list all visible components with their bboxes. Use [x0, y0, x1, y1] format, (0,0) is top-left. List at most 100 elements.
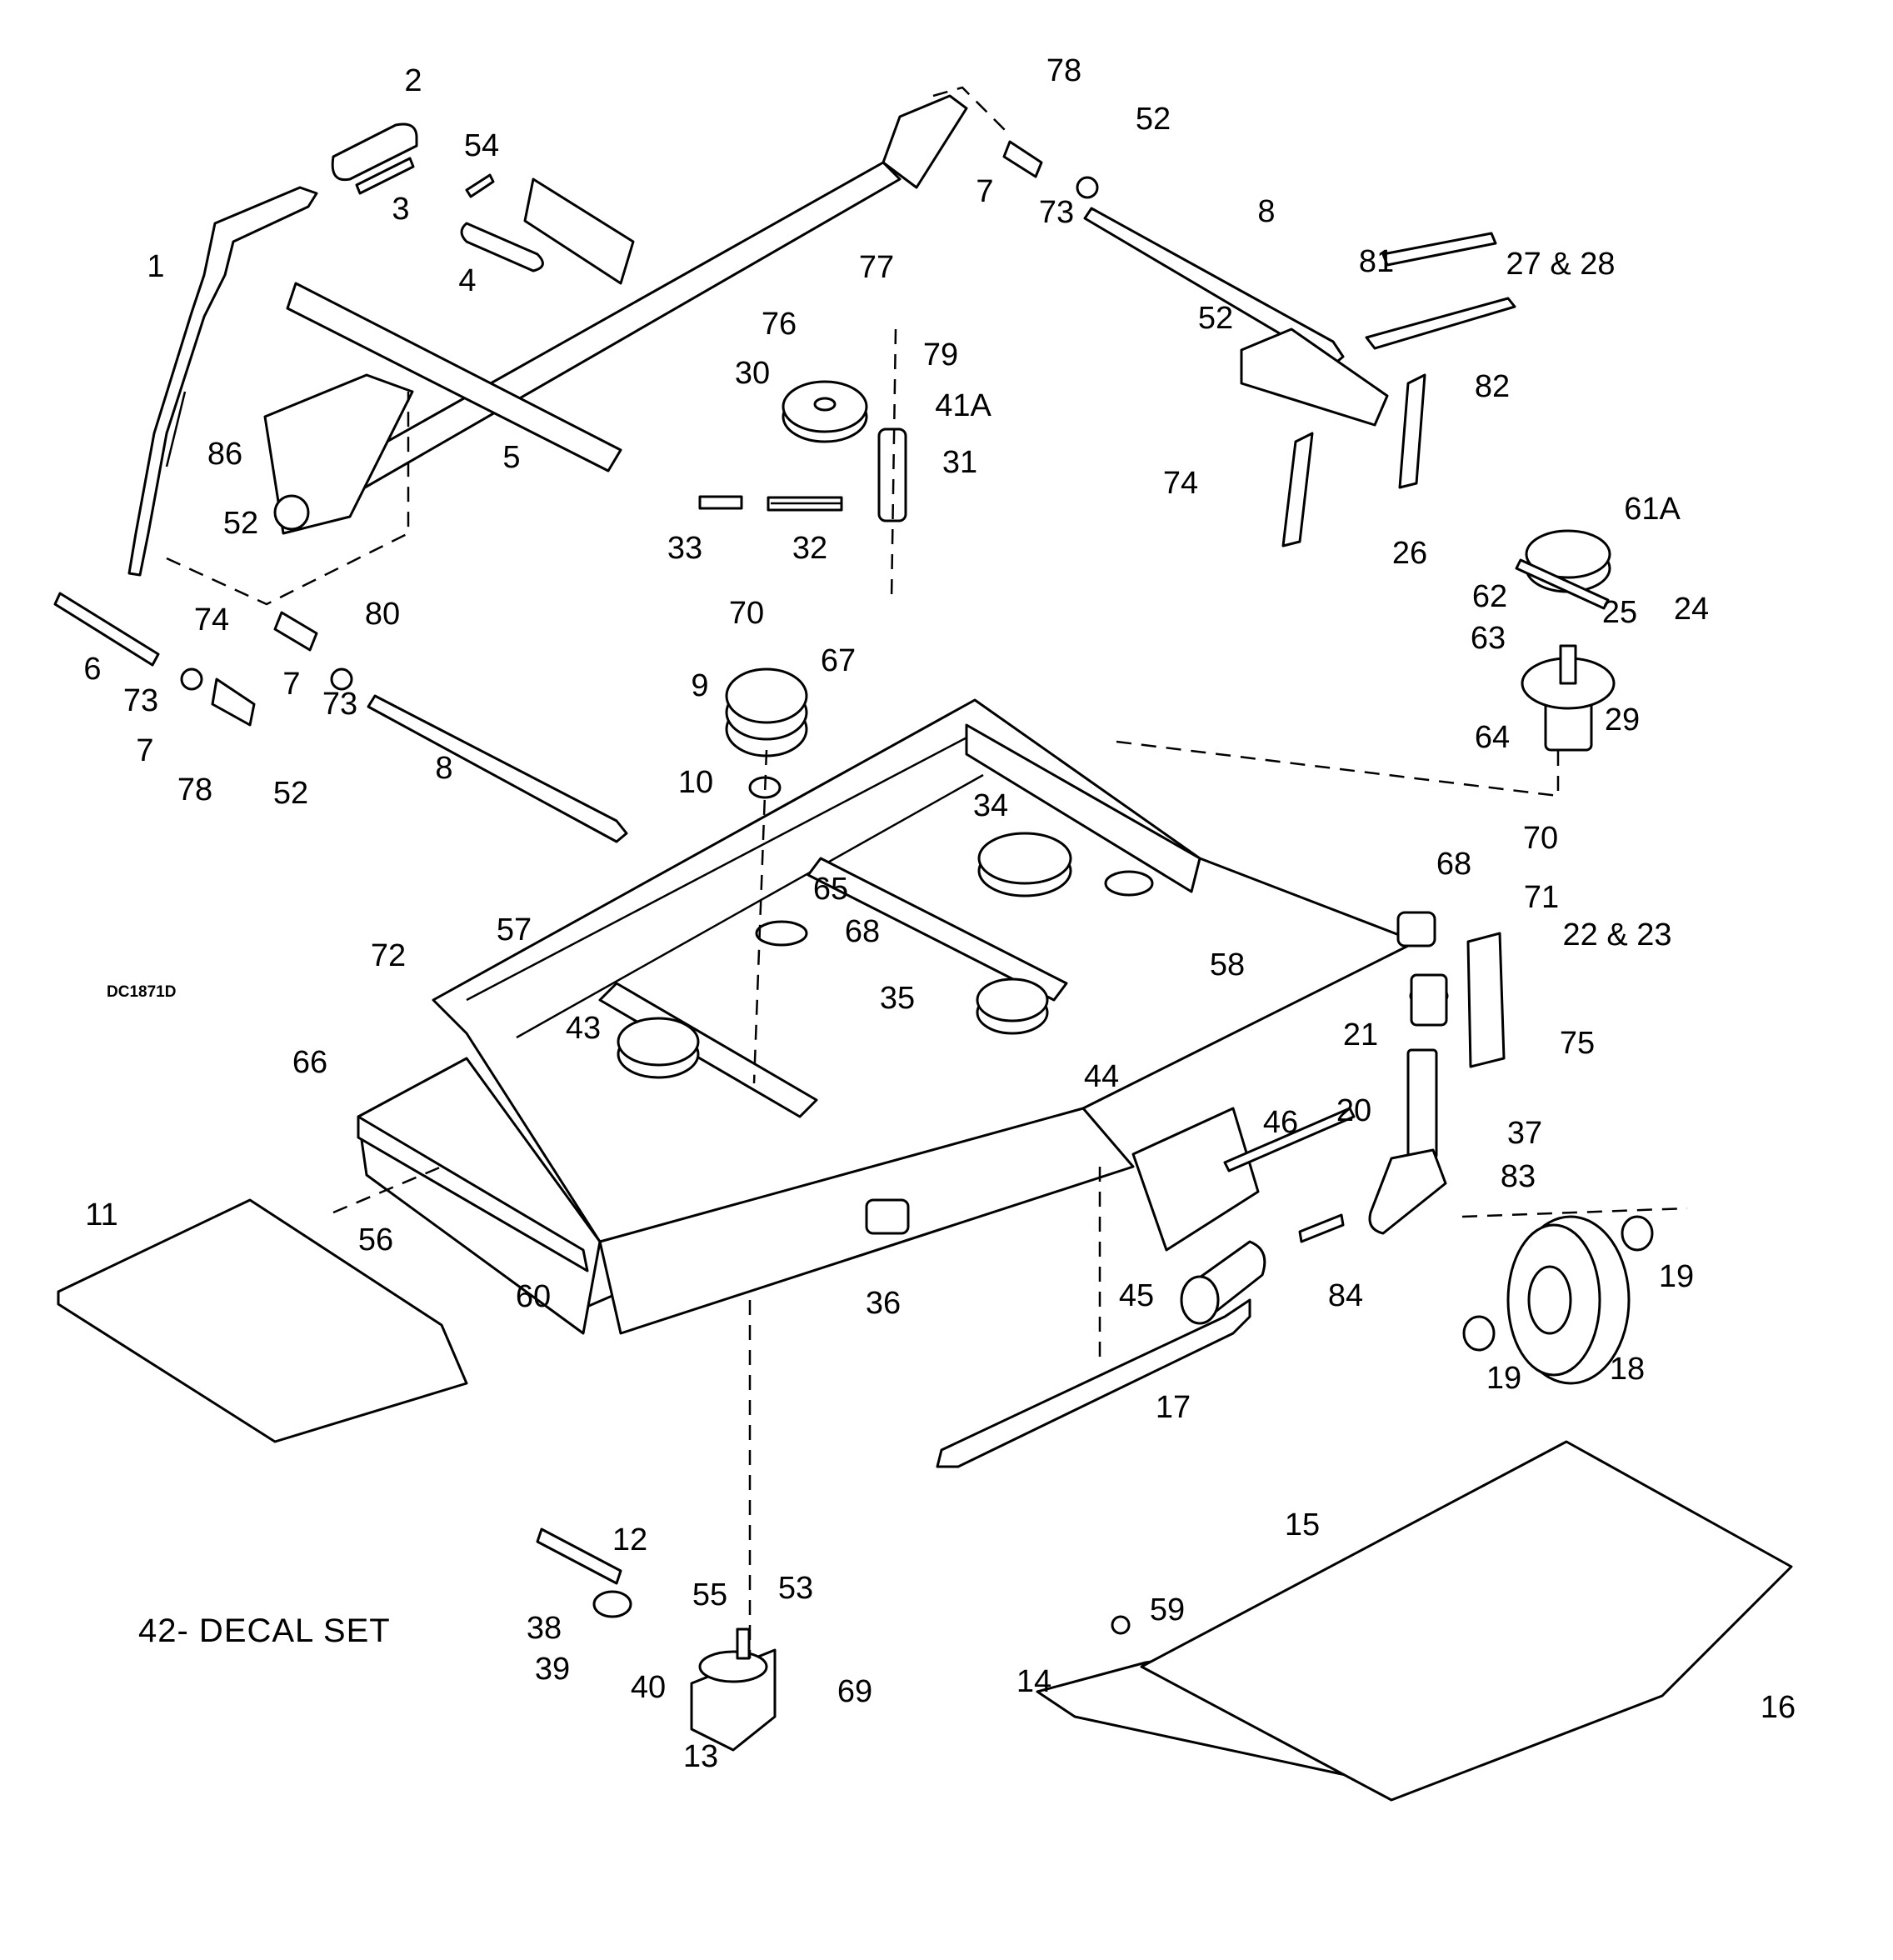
callout-52: 52 — [222, 506, 259, 541]
callout-17: 17 — [1155, 1390, 1191, 1425]
callout-71: 71 — [1523, 880, 1560, 915]
callout-65: 65 — [812, 872, 849, 907]
callout-13: 13 — [682, 1739, 719, 1774]
callout-70: 70 — [1522, 821, 1559, 856]
callout-53: 53 — [777, 1571, 814, 1606]
callout-8: 8 — [1257, 194, 1276, 229]
callout-68: 68 — [1436, 847, 1472, 882]
callout-74: 74 — [1162, 466, 1199, 501]
callout-27-28: 27 & 28 — [1506, 247, 1616, 282]
callout-36: 36 — [865, 1286, 902, 1321]
callout-80: 80 — [364, 597, 401, 632]
callout-15: 15 — [1284, 1508, 1321, 1542]
callout-78: 78 — [177, 772, 213, 808]
callout-24: 24 — [1673, 592, 1710, 627]
callout-55: 55 — [692, 1578, 728, 1612]
callout-78: 78 — [1046, 53, 1082, 88]
callout-56: 56 — [357, 1222, 394, 1258]
callout-7: 7 — [282, 667, 301, 702]
callout-34: 34 — [972, 788, 1009, 823]
callout-58: 58 — [1209, 948, 1246, 982]
callout-35: 35 — [879, 981, 916, 1016]
deck-frame — [357, 698, 1436, 1335]
callout-12: 12 — [612, 1522, 648, 1558]
gearbox — [536, 1528, 777, 1752]
callout-18: 18 — [1609, 1352, 1646, 1387]
callout-67: 67 — [820, 643, 857, 678]
callout-1: 1 — [147, 249, 165, 284]
callout-77: 77 — [858, 250, 895, 285]
callout-59: 59 — [1149, 1592, 1186, 1628]
callout-4: 4 — [458, 263, 477, 298]
callout-39: 39 — [534, 1652, 571, 1687]
callout-69: 69 — [837, 1674, 873, 1709]
callout-72: 72 — [370, 938, 407, 973]
drive-pulley — [725, 668, 808, 799]
callout-21: 21 — [1342, 1018, 1379, 1052]
callout-7: 7 — [136, 733, 154, 768]
callout-19: 19 — [1658, 1259, 1695, 1294]
callout-5: 5 — [502, 440, 521, 475]
callout-83: 83 — [1500, 1159, 1536, 1194]
callout-32: 32 — [792, 531, 828, 566]
callout-73: 73 — [322, 687, 358, 722]
callout-57: 57 — [496, 912, 532, 948]
callout-76: 76 — [761, 307, 797, 342]
callout-3: 3 — [392, 192, 410, 227]
callout-19: 19 — [1486, 1361, 1522, 1396]
callout-82: 82 — [1474, 369, 1511, 404]
callout-38: 38 — [526, 1611, 562, 1646]
callout-44: 44 — [1083, 1059, 1120, 1094]
roller-bracket — [1131, 1107, 1356, 1325]
callout-52: 52 — [1135, 102, 1171, 137]
blade — [936, 1298, 1251, 1468]
handle-grip — [331, 122, 418, 195]
callout-54: 54 — [463, 128, 500, 163]
callout-73: 73 — [122, 683, 159, 718]
idler-assembly — [698, 380, 907, 522]
callout-60: 60 — [515, 1279, 552, 1314]
callout-63: 63 — [1470, 621, 1506, 656]
callout-8: 8 — [435, 751, 453, 786]
callout-30: 30 — [734, 356, 771, 391]
callout-52: 52 — [272, 776, 309, 811]
drawing-code: DC1871D — [107, 983, 177, 1001]
discharge-chute — [57, 1198, 468, 1443]
callout-79: 79 — [922, 338, 959, 372]
callout-68: 68 — [844, 914, 881, 949]
callout-74: 74 — [193, 602, 230, 638]
decal-set-note: 42- DECAL SET — [138, 1612, 391, 1649]
callout-29: 29 — [1604, 702, 1641, 738]
callout-61a: 61A — [1624, 492, 1681, 527]
callout-7: 7 — [976, 174, 994, 209]
callout-46: 46 — [1262, 1105, 1299, 1140]
callout-26: 26 — [1391, 536, 1428, 571]
callout-33: 33 — [667, 531, 703, 566]
assembly-lines — [166, 86, 1688, 1658]
callout-25: 25 — [1601, 595, 1638, 630]
link-plate — [460, 173, 544, 272]
lift-shaft — [263, 94, 968, 535]
callout-62: 62 — [1471, 579, 1508, 614]
callout-9: 9 — [691, 668, 709, 703]
callout-86: 86 — [207, 437, 243, 472]
callout-37: 37 — [1506, 1116, 1543, 1151]
adjusting-rods — [53, 140, 1345, 843]
callout-22-23: 22 & 23 — [1562, 918, 1672, 952]
callout-66: 66 — [292, 1045, 328, 1080]
callout-43: 43 — [565, 1011, 602, 1046]
callout-84: 84 — [1327, 1278, 1364, 1313]
callout-11: 11 — [85, 1198, 118, 1232]
callout-52: 52 — [1197, 301, 1234, 336]
caster-wheel — [1368, 932, 1654, 1385]
callout-70: 70 — [728, 596, 765, 631]
height-adjust — [1240, 232, 1516, 548]
callout-16: 16 — [1760, 1690, 1796, 1725]
callout-6: 6 — [83, 652, 102, 687]
lift-lever — [127, 186, 318, 577]
deck-covers — [1036, 1440, 1793, 1802]
spindle-assembly — [1515, 529, 1616, 752]
callout-2: 2 — [404, 63, 422, 98]
callout-10: 10 — [677, 765, 714, 800]
callout-75: 75 — [1559, 1026, 1596, 1061]
